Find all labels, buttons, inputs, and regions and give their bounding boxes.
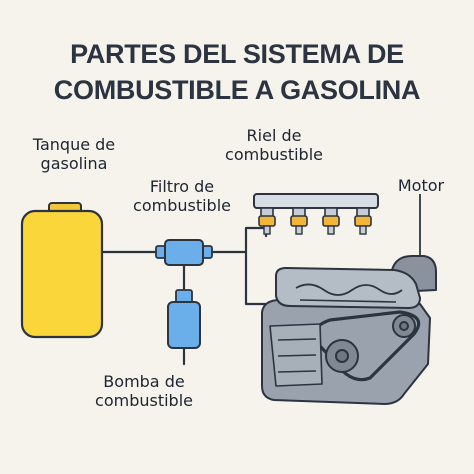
injector-2 xyxy=(290,207,308,235)
injector-3 xyxy=(322,207,340,235)
label-filter: Filtro de combustible xyxy=(122,177,242,215)
diagram-title: PARTES DEL SISTEMA DE COMBUSTIBLE A GASO… xyxy=(0,36,474,108)
filter-body xyxy=(164,239,204,266)
label-tank: Tanque de gasolina xyxy=(14,135,134,173)
engine-cover-detail xyxy=(295,283,403,296)
fuel-lines xyxy=(100,226,270,366)
label-filter-line1: Filtro de xyxy=(149,177,215,196)
label-rail-line1: Riel de xyxy=(246,126,302,145)
engine-side-lines xyxy=(277,338,317,373)
pump-body xyxy=(167,301,201,349)
label-tank-line1: Tanque de xyxy=(32,135,116,154)
label-engine-line1: Motor xyxy=(397,176,445,195)
fuel-rail xyxy=(253,193,379,235)
label-tank-line2: gasolina xyxy=(40,154,108,173)
injector-1 xyxy=(258,207,276,235)
label-filter-line2: combustible xyxy=(133,196,231,215)
line-engine-return xyxy=(244,250,270,306)
line-rail-feed xyxy=(244,226,268,254)
engine-pulley-small-hub xyxy=(399,321,409,331)
label-pump: Bomba de combustible xyxy=(80,372,208,410)
engine xyxy=(261,255,437,405)
title-line-2: COMBUSTIBLE A GASOLINA xyxy=(53,75,421,105)
label-pump-line2: combustible xyxy=(95,391,193,410)
engine-pulley-large-hub xyxy=(335,349,349,363)
engine-cover xyxy=(275,267,421,309)
fuel-filter xyxy=(155,239,213,266)
label-engine: Motor xyxy=(386,176,456,195)
label-rail: Riel de combustible xyxy=(212,126,336,164)
label-rail-line2: combustible xyxy=(225,145,323,164)
label-pump-line1: Bomba de xyxy=(103,372,185,391)
fuel-pump xyxy=(167,289,201,349)
title-line-1: PARTES DEL SISTEMA DE xyxy=(70,39,404,69)
rail-body xyxy=(253,193,379,209)
injector-4 xyxy=(354,207,372,235)
fuel-tank xyxy=(20,202,104,339)
engine-cover-ribs xyxy=(299,299,397,303)
tank-body xyxy=(20,209,104,339)
